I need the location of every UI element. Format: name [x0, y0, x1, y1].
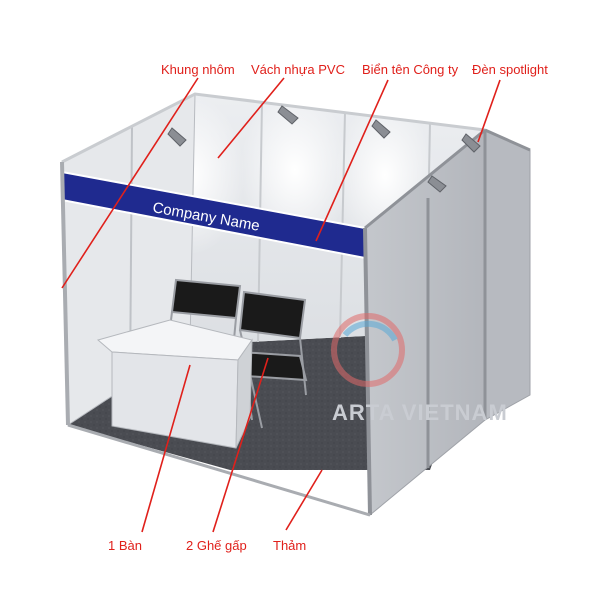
watermark-text: ARTA VIETNAM	[332, 400, 508, 425]
watermark-logo-icon	[331, 313, 405, 387]
label-chairs: 2 Ghế gấp	[186, 538, 247, 553]
frame-bottom-rail	[67, 423, 371, 517]
callout-line-pvc	[217, 77, 285, 159]
callout-line-sign	[315, 79, 389, 242]
label-frame: Khung nhôm	[161, 62, 235, 77]
callout-line-carpet	[285, 469, 323, 531]
callout-line-frame	[61, 77, 199, 289]
frame-top-rail	[61, 92, 486, 164]
callout-lines	[61, 77, 501, 533]
frame-top-rail	[484, 128, 531, 152]
callout-line-spotlight	[477, 79, 501, 143]
frame-post	[363, 227, 372, 516]
label-table: 1 Bàn	[108, 538, 142, 553]
label-carpet: Thảm	[273, 538, 307, 553]
frame-post	[60, 161, 70, 426]
right-wall-front	[484, 129, 531, 421]
callout-line-chairs	[212, 357, 269, 533]
label-spotlight: Đèn spotlight	[472, 62, 548, 77]
frame-top-rail	[364, 128, 486, 230]
label-pvc-wall: Vách nhựa PVC	[251, 62, 345, 77]
spotlight-icon	[167, 105, 481, 193]
label-company-sign: Biển tên Công ty	[362, 62, 459, 77]
callout-line-table	[141, 364, 191, 533]
